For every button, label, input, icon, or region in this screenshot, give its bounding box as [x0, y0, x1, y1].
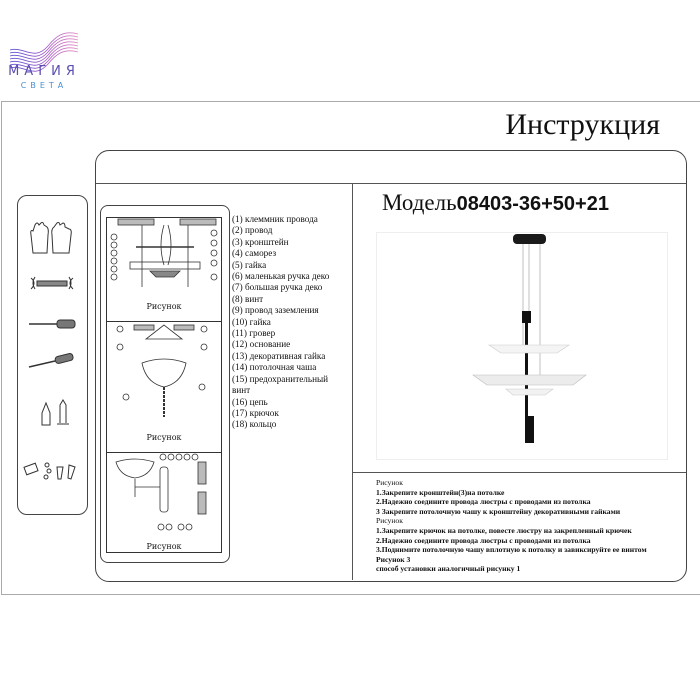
part-item: (17) крючок [232, 407, 279, 418]
step-heading: Рисунок 3 [376, 554, 411, 564]
part-item: (2) провод [232, 225, 273, 236]
step-item: 3.Поднимите потолочную чашу вплотную к п… [376, 545, 647, 555]
part-item: винт [232, 385, 251, 396]
figures-panel [100, 205, 230, 563]
model-heading: Модель08403-36+50+21 [382, 190, 609, 216]
product-image [376, 232, 668, 460]
parts-list: (1) клеммник провода(2) провод(3) кроншт… [232, 214, 350, 431]
part-item: (1) клеммник провода [232, 214, 318, 224]
screwdriver-flat-icon [28, 353, 74, 368]
wrench-icon [30, 276, 74, 290]
step-item: способ установки аналогичный рисунку 1 [376, 564, 521, 574]
part-item: (11) гровер [232, 328, 276, 339]
brand-name: МАГИЯ [8, 64, 80, 79]
part-item: (16) цепь [232, 396, 268, 407]
divider [107, 321, 221, 322]
figure-1-diagram [110, 218, 218, 287]
page-frame [1, 101, 700, 595]
figure-2-diagram [116, 324, 208, 417]
part-item: (5) гайка [232, 259, 267, 270]
figures-box [106, 217, 222, 553]
model-label: Модель [382, 190, 457, 215]
part-item: (4) саморез [232, 248, 277, 259]
step-item: 1.Закрепите кронштейн(3)на потолке [376, 487, 505, 497]
figure-caption: Рисунок [146, 433, 182, 442]
anchor-screw-icon [41, 399, 69, 426]
part-item: (7) большая ручка деко [232, 282, 323, 293]
part-item: (14) потолочная чаша [232, 362, 317, 373]
step-item: 2.Надежно соедините провода люстры с про… [376, 497, 591, 507]
part-item: (10) гайка [232, 316, 271, 327]
divider [352, 472, 686, 473]
part-item: (13) декоративная гайка [232, 350, 326, 361]
model-number: 08403-36+50+21 [456, 193, 609, 215]
part-item: (8) винт [232, 293, 264, 304]
divider [107, 452, 221, 453]
tools-icons [23, 221, 76, 480]
brand-logo [9, 32, 79, 72]
tools-panel [17, 195, 88, 515]
part-item: (3) кронштейн [232, 236, 289, 247]
figure-caption: Рисунок [146, 542, 182, 551]
step-heading: Рисунок [376, 478, 403, 487]
connectors-icon [23, 462, 76, 480]
figure-3-diagram [115, 453, 207, 531]
gloves-icon [30, 221, 72, 254]
part-item: (9) провод заземления [232, 305, 319, 316]
part-item: (12) основание [232, 339, 291, 350]
step-item: 3 Закрепите потолочную чашу к кронштейну… [376, 506, 621, 516]
divider [96, 183, 686, 184]
part-item: (15) предохранительный [232, 373, 329, 384]
step-item: 1.Закрепите крючок на потолке, повесте л… [376, 525, 632, 535]
divider [352, 184, 353, 580]
figure-caption: Рисунок [146, 302, 182, 311]
installation-diagrams [110, 218, 218, 531]
step-item: 2.Надежно соедините провода люстры с про… [376, 535, 591, 545]
step-heading: Рисунок [376, 516, 403, 526]
page-title: Инструкция [505, 108, 660, 141]
brand-subtitle: СВЕТА [20, 81, 68, 90]
screwdriver-icon [29, 319, 76, 329]
part-item: (18) кольцо [232, 419, 277, 430]
instruction-card [95, 150, 687, 582]
part-item: (6) маленькая ручка деко [232, 271, 330, 282]
